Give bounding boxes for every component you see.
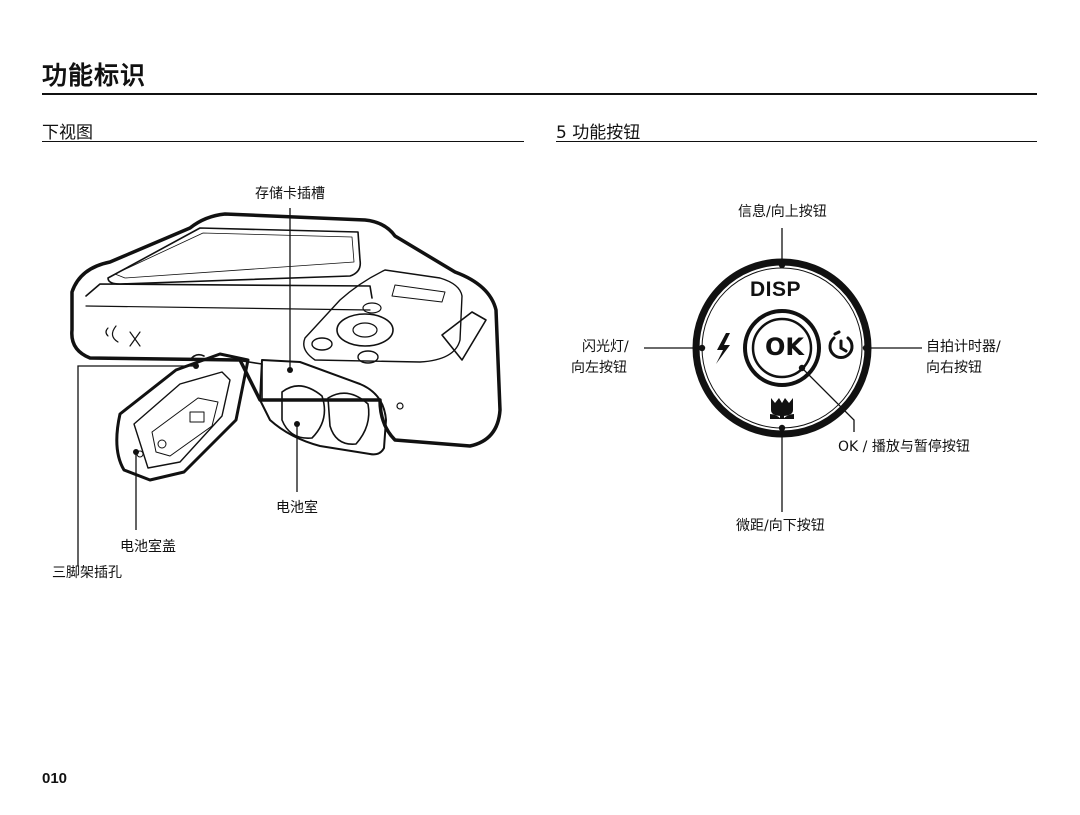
timer-right-label-line1: 自拍计时器/: [926, 339, 1001, 355]
title-rule: [42, 93, 1037, 95]
battery-chamber-label: 电池室: [276, 500, 318, 516]
card-slot-label: 存储卡插槽: [255, 186, 325, 202]
timer-right-label-line2: 向右按钮: [926, 360, 982, 376]
flash-icon: [716, 333, 730, 364]
bottom-view-rule: [42, 141, 524, 142]
bottom-view-heading: 下视图: [42, 123, 93, 143]
self-timer-icon: [828, 330, 854, 359]
ok-play-pause-label: OK / 播放与暂停按钮: [838, 439, 970, 455]
macro-down-label: 微距/向下按钮: [736, 518, 825, 534]
function-buttons-heading: 5 功能按钮: [556, 123, 641, 143]
macro-icon: [770, 398, 794, 419]
flash-left-label-line2: 向左按钮: [571, 360, 627, 376]
tripod-socket-label: 三脚架插孔: [52, 565, 122, 581]
page-number: 010: [42, 770, 68, 787]
function-buttons-rule: [556, 141, 1037, 142]
info-up-label: 信息/向上按钮: [738, 204, 827, 220]
disp-button-label: DISP: [750, 278, 802, 301]
ok-button-label: OK: [765, 333, 804, 361]
flash-left-label-line1: 闪光灯/: [582, 339, 629, 355]
page-title: 功能标识: [42, 61, 147, 90]
battery-cover-label: 电池室盖: [120, 539, 176, 555]
